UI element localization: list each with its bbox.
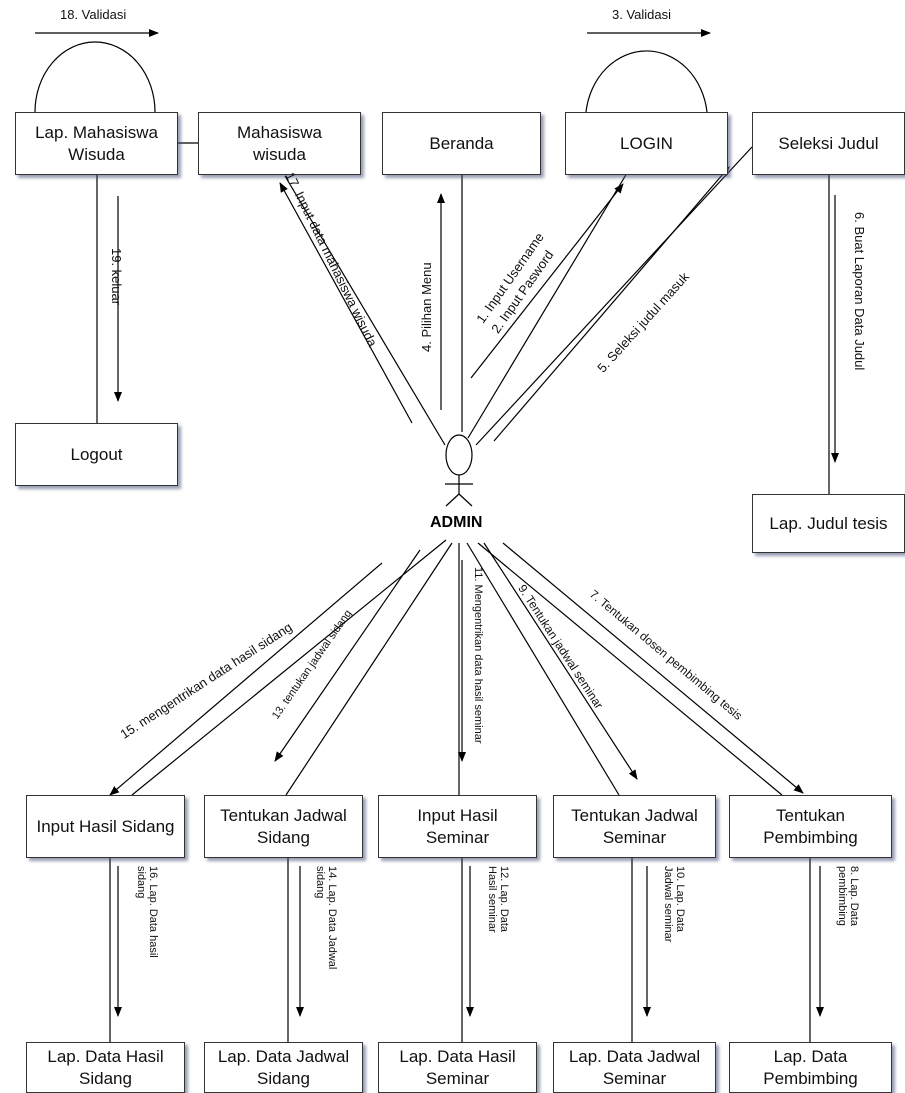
box-lap-data-hasil-seminar: Lap. Data Hasil Seminar <box>378 1042 537 1093</box>
arrow-7 <box>502 542 804 794</box>
stick-figure-icon <box>445 434 473 507</box>
box-mahasiswa-wisuda: Mahasiswa wisuda <box>198 112 361 175</box>
link-mahasiswa-wisuda <box>284 175 446 446</box>
link-jadwal-seminar <box>466 542 620 796</box>
box-seleksi-judul: Seleksi Judul <box>752 112 905 175</box>
validasi-loop-wisuda <box>34 41 156 113</box>
arrow-9 <box>483 542 638 780</box>
box-tentukan-pembimbing: Tentukan Pembimbing <box>729 795 892 858</box>
box-lap-mahasiswa-wisuda: Lap. Mahasiswa Wisuda <box>15 112 178 175</box>
message-16: 16. Lap. Data hasil sidang <box>135 866 159 958</box>
link-pembimbing <box>477 542 783 796</box>
box-tentukan-jadwal-seminar: Tentukan Jadwal Seminar <box>553 795 716 858</box>
box-lap-data-jadwal-seminar: Lap. Data Jadwal Seminar <box>553 1042 716 1093</box>
box-input-hasil-sidang: Input Hasil Sidang <box>26 795 185 858</box>
box-lap-judul-tesis: Lap. Judul tesis <box>752 494 905 553</box>
link-input-hasil-sidang <box>131 539 447 796</box>
message-14: 14. Lap. Data Jadwal sidang <box>314 866 338 970</box>
link-login <box>467 172 628 439</box>
message-12: 12. Lap. Data Hasil seminar <box>486 866 510 933</box>
box-lap-data-jadwal-sidang: Lap. Data Jadwal Sidang <box>204 1042 363 1093</box>
box-input-hasil-seminar: Input Hasil Seminar <box>378 795 537 858</box>
message-8: 8. Lap. Data pembimbing <box>836 866 860 926</box>
message-6: 6. Buat Laporan Data Judul <box>852 212 867 371</box>
message-19: 19. keluar <box>109 248 124 306</box>
box-login: LOGIN <box>565 112 728 175</box>
actor-label: ADMIN <box>430 514 483 531</box>
arrow-17 <box>279 182 413 424</box>
message-10: 10. Lap. Data Jadwal seminar <box>662 866 686 943</box>
message-18: 18. Validasi <box>60 7 127 22</box>
box-lap-data-hasil-sidang: Lap. Data Hasil Sidang <box>26 1042 185 1093</box>
message-3: 3. Validasi <box>612 7 672 22</box>
box-lap-data-pembimbing: Lap. Data Pembimbing <box>729 1042 892 1093</box>
message-4: 4. Pilihan Menu <box>419 262 434 352</box>
arrow-15 <box>109 562 383 796</box>
validasi-loop-login <box>585 50 708 113</box>
link-jadwal-sidang <box>285 542 453 796</box>
box-tentukan-jadwal-sidang: Tentukan Jadwal Sidang <box>204 795 363 858</box>
box-logout: Logout <box>15 423 178 486</box>
link-seleksi-judul <box>475 146 753 446</box>
arrow-1-2 <box>470 183 624 379</box>
box-beranda: Beranda <box>382 112 541 175</box>
arrow-5 <box>493 166 730 442</box>
message-11: 11. Mengentrikan data hasil seminar <box>472 567 484 744</box>
arrow-13 <box>274 549 421 762</box>
